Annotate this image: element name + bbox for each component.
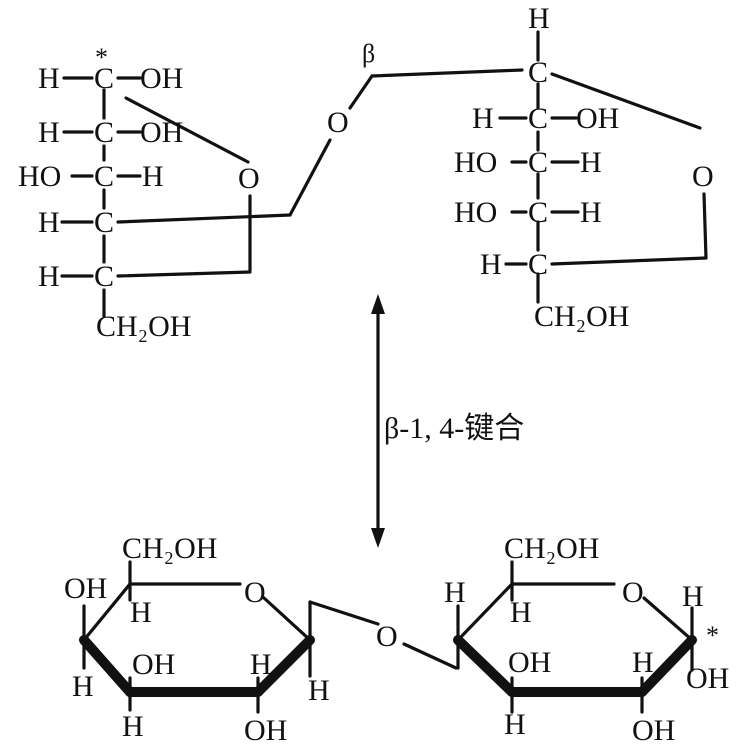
oh-label: OH bbox=[686, 662, 729, 695]
h-label: H bbox=[250, 648, 272, 681]
beta-label: β bbox=[362, 39, 375, 68]
anomeric-star-marker: * bbox=[95, 43, 108, 72]
c-label: C bbox=[528, 56, 548, 89]
ch2oh-label: CH₂OH bbox=[504, 532, 599, 565]
h-label: H bbox=[580, 146, 602, 179]
c3-label: C bbox=[94, 160, 114, 193]
h-label: H bbox=[504, 708, 526, 741]
oh-label: OH bbox=[132, 648, 175, 681]
oh-label: OH bbox=[632, 714, 675, 747]
oh-label: OH bbox=[64, 572, 107, 605]
h-label: H bbox=[444, 576, 466, 609]
h-label: H bbox=[38, 206, 60, 239]
oh-label: OH bbox=[576, 102, 619, 135]
h-label: H bbox=[528, 2, 550, 35]
ho-label: HO bbox=[18, 160, 61, 193]
h-label: H bbox=[632, 646, 654, 679]
oh-label: OH bbox=[244, 714, 287, 747]
c1-label: C bbox=[94, 62, 114, 95]
ho-label: HO bbox=[454, 196, 497, 229]
bottom-glycosidic-bridge: O bbox=[308, 600, 458, 670]
c-label: C bbox=[528, 248, 548, 281]
h-label: H bbox=[308, 674, 330, 707]
oh-label: OH bbox=[140, 116, 183, 149]
c-label: C bbox=[528, 146, 548, 179]
h-label: H bbox=[130, 596, 152, 629]
equivalence-arrow bbox=[371, 294, 385, 548]
c-label: C bbox=[528, 102, 548, 135]
h-label: H bbox=[510, 596, 532, 629]
c2-label: C bbox=[94, 116, 114, 149]
top-right-glucose-chain: H C H C OH HO C H HO C H H C CH₂OH O bbox=[454, 2, 714, 333]
h-label: H bbox=[472, 102, 494, 135]
ring-oxygen-label: O bbox=[238, 162, 260, 195]
ring-oxygen-label: O bbox=[244, 576, 266, 609]
anomeric-star-marker: * bbox=[706, 621, 719, 650]
bridge-oxygen-label: O bbox=[376, 620, 398, 653]
h-label: H bbox=[38, 260, 60, 293]
h-label: H bbox=[72, 670, 94, 703]
top-left-glucose-chain: H C OH * H C OH HO C H H C H C CH₂OH O bbox=[18, 43, 292, 343]
h-label: H bbox=[580, 196, 602, 229]
h-label: H bbox=[142, 160, 164, 193]
ring-oxygen-label: O bbox=[622, 576, 644, 609]
h-label: H bbox=[122, 710, 144, 743]
top-glycosidic-bridge: O β bbox=[288, 39, 524, 217]
c5-label: C bbox=[94, 260, 114, 293]
ho-label: HO bbox=[454, 146, 497, 179]
ch2oh-label: CH₂OH bbox=[96, 310, 191, 343]
oh-label: OH bbox=[508, 646, 551, 679]
bridge-oxygen-label: O bbox=[327, 106, 349, 139]
ch2oh-label: CH₂OH bbox=[122, 532, 217, 565]
c-label: C bbox=[528, 196, 548, 229]
linkage-caption: β-1, 4-键合 bbox=[384, 412, 524, 445]
h-label: H bbox=[38, 116, 60, 149]
bottom-left-glucose-ring: CH₂OH O OH H H OH H H OH H bbox=[64, 532, 330, 747]
h-label: H bbox=[38, 62, 60, 95]
c4-label: C bbox=[94, 206, 114, 239]
oh-label: OH bbox=[140, 62, 183, 95]
ch2oh-label: CH₂OH bbox=[534, 300, 629, 333]
bottom-right-glucose-ring: CH₂OH O H H H * OH OH H H OH bbox=[444, 532, 729, 747]
ring-oxygen-label: O bbox=[692, 160, 714, 193]
h-label: H bbox=[682, 580, 704, 613]
h-label: H bbox=[480, 248, 502, 281]
